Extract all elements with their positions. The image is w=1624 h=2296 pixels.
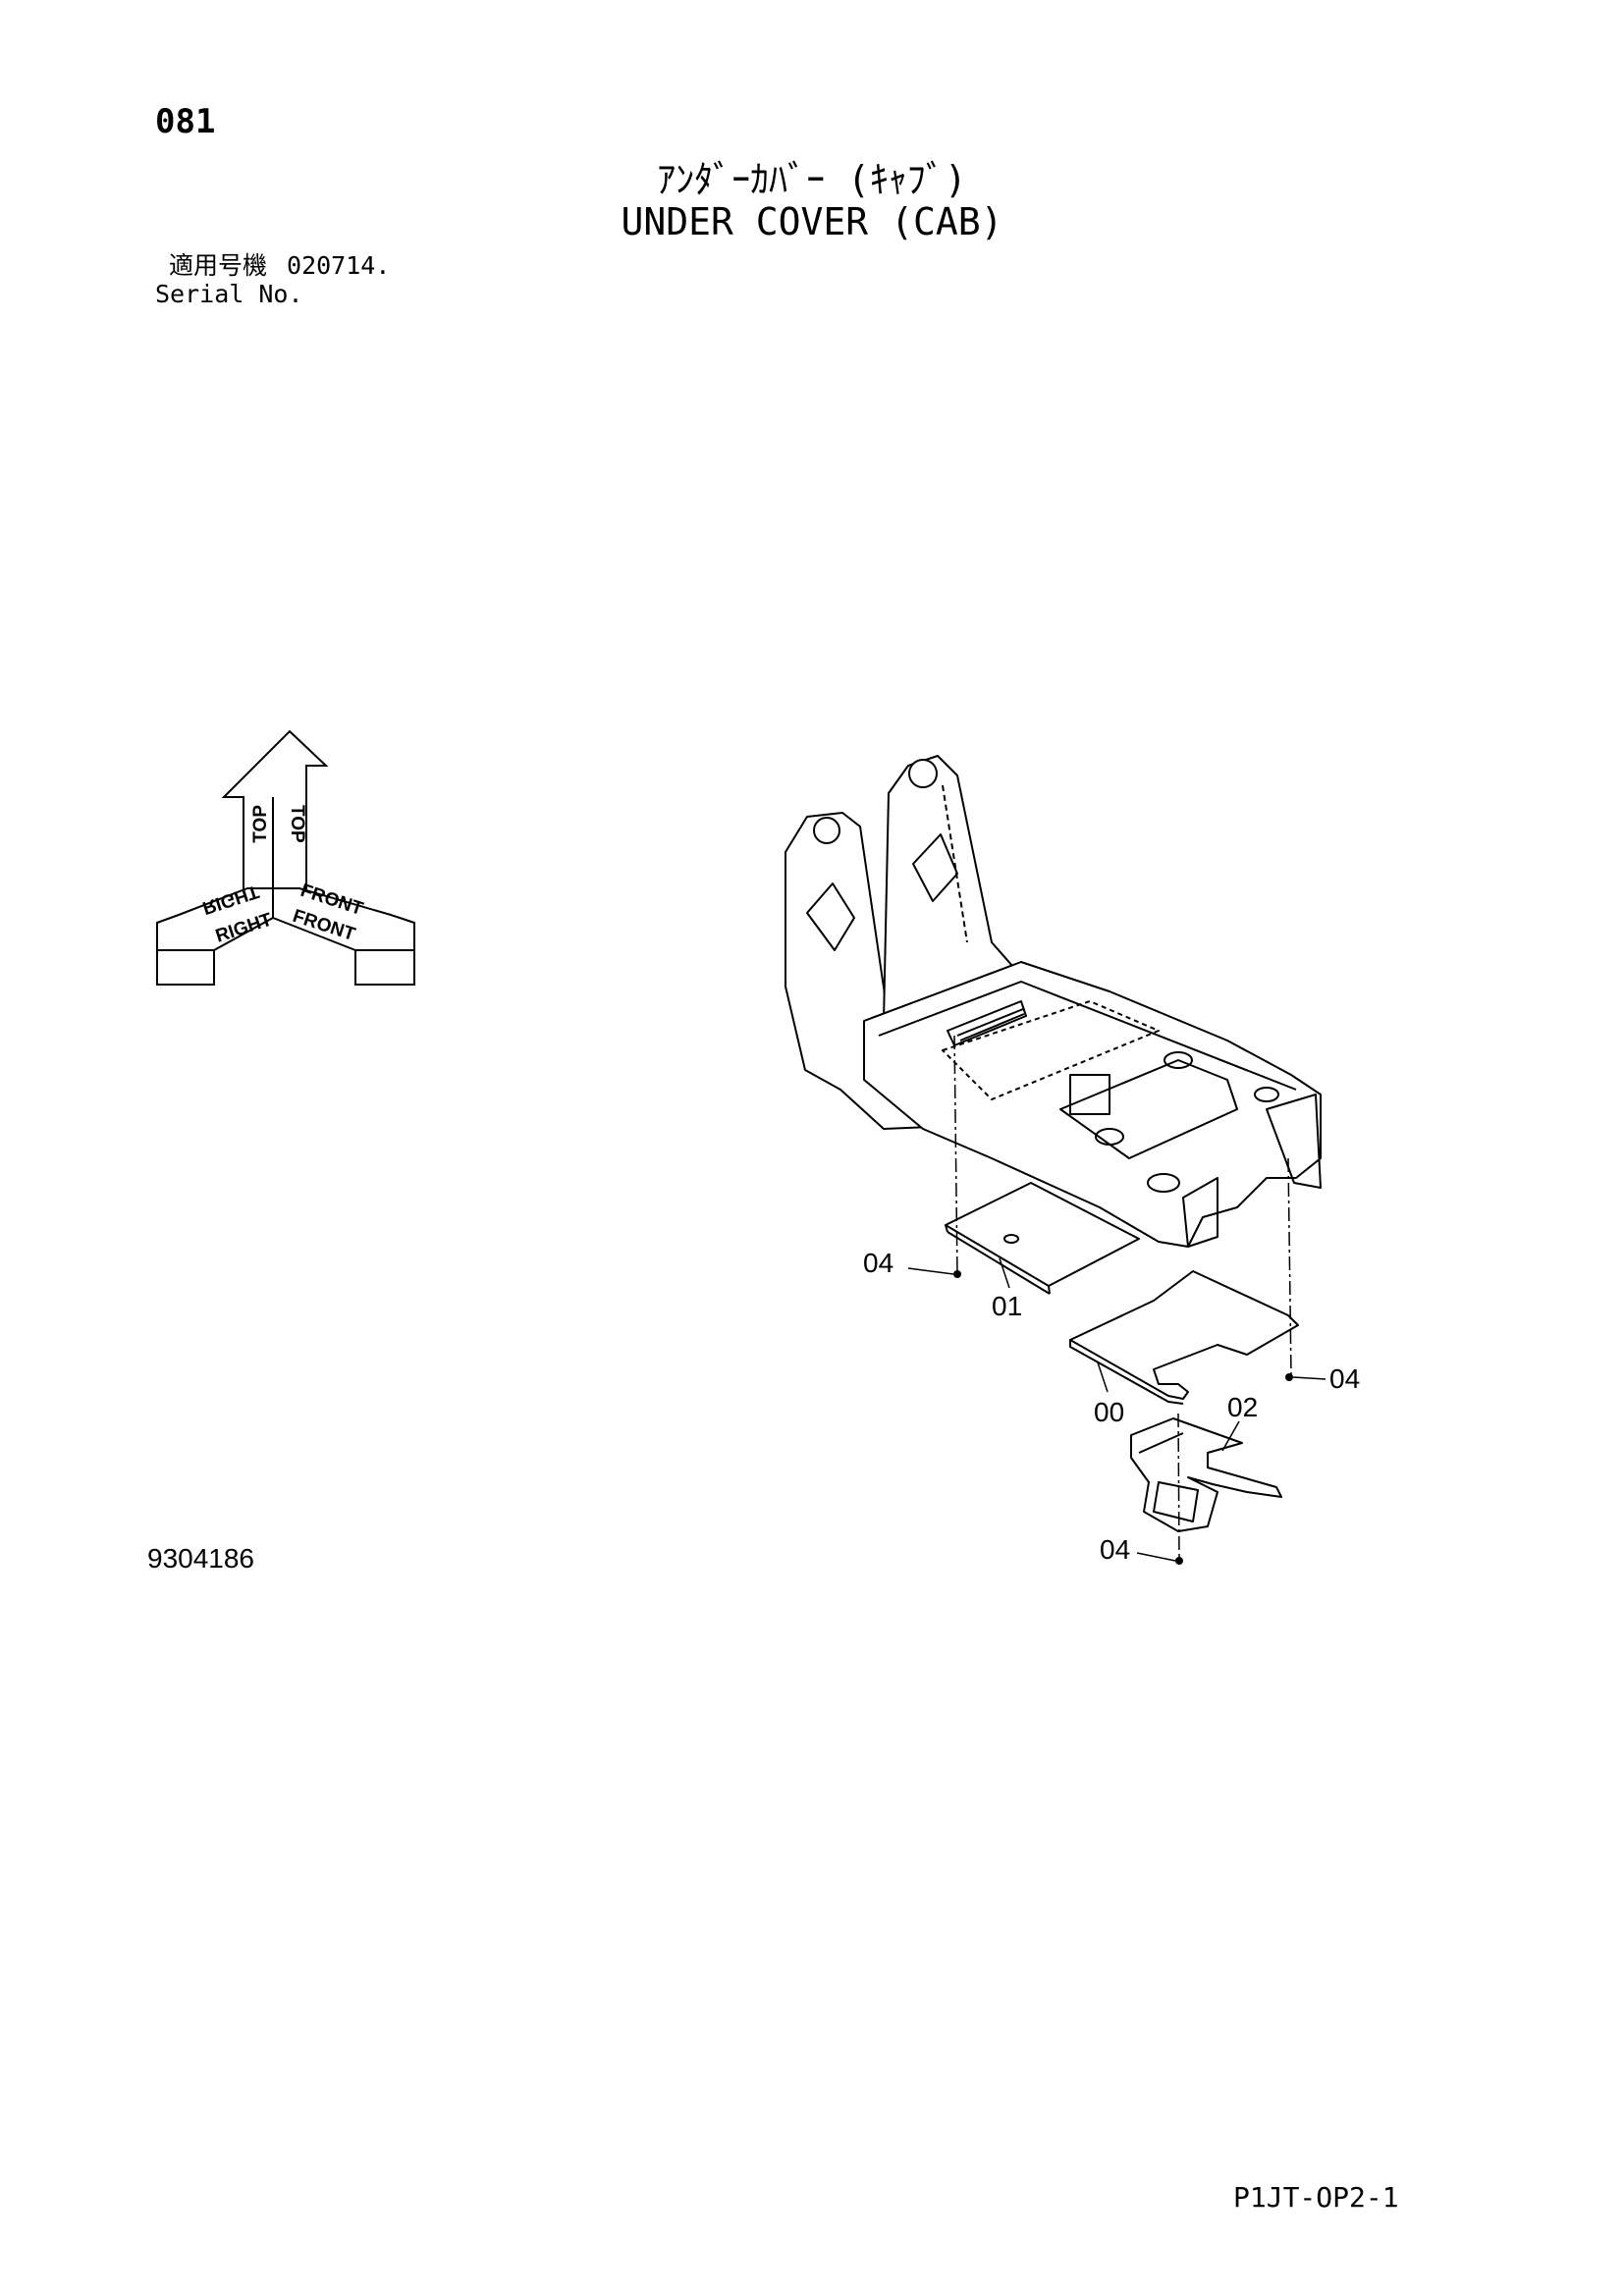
bolt-04-b	[1285, 1373, 1293, 1381]
callout-04-c: 04	[1100, 1534, 1130, 1565]
serial-info: 適用号機 020714. Serial No.	[155, 251, 390, 308]
bolt-04-c	[1175, 1557, 1183, 1565]
callout-04-a: 04	[863, 1248, 893, 1278]
drawing-number: 9304186	[147, 1543, 255, 1574]
serial-label-japanese: 適用号機	[169, 251, 268, 280]
serial-value: 020714.	[287, 251, 391, 280]
bolts	[953, 1270, 1293, 1565]
revolving-frame	[785, 755, 1322, 1248]
under-covers	[945, 1182, 1299, 1532]
front-arrow	[272, 887, 415, 986]
page-number: 081	[155, 102, 216, 141]
callout-04-b: 04	[1329, 1363, 1360, 1394]
page-code: P1JT-OP2-1	[1233, 2181, 1399, 2214]
serial-label-english: Serial No.	[155, 280, 303, 308]
callout-01: 01	[992, 1291, 1022, 1321]
bolt-04-a	[953, 1270, 961, 1278]
leader-lines	[907, 1257, 1326, 1562]
title-english: UNDER COVER (CAB)	[621, 200, 1003, 243]
orientation-indicator: TOP TOP RIGHT RIGHT FRONT FRONT	[156, 729, 415, 986]
cover-part-02	[1130, 1417, 1282, 1532]
cover-part-00	[1069, 1270, 1299, 1400]
title-japanese: ｱﾝﾀﾞｰｶﾊﾞｰ (ｷｬﾌﾞ)	[657, 158, 967, 201]
right-arrow	[156, 887, 274, 986]
callout-00: 00	[1094, 1397, 1124, 1427]
callout-02: 02	[1227, 1392, 1258, 1422]
assembly-lines	[953, 1035, 1292, 1560]
orientation-top-label-mirror: TOP	[287, 805, 307, 843]
cover-part-01	[945, 1182, 1140, 1287]
serial-line-jp: 適用号機 020714.	[155, 251, 390, 280]
orientation-top-label: TOP	[250, 805, 271, 843]
